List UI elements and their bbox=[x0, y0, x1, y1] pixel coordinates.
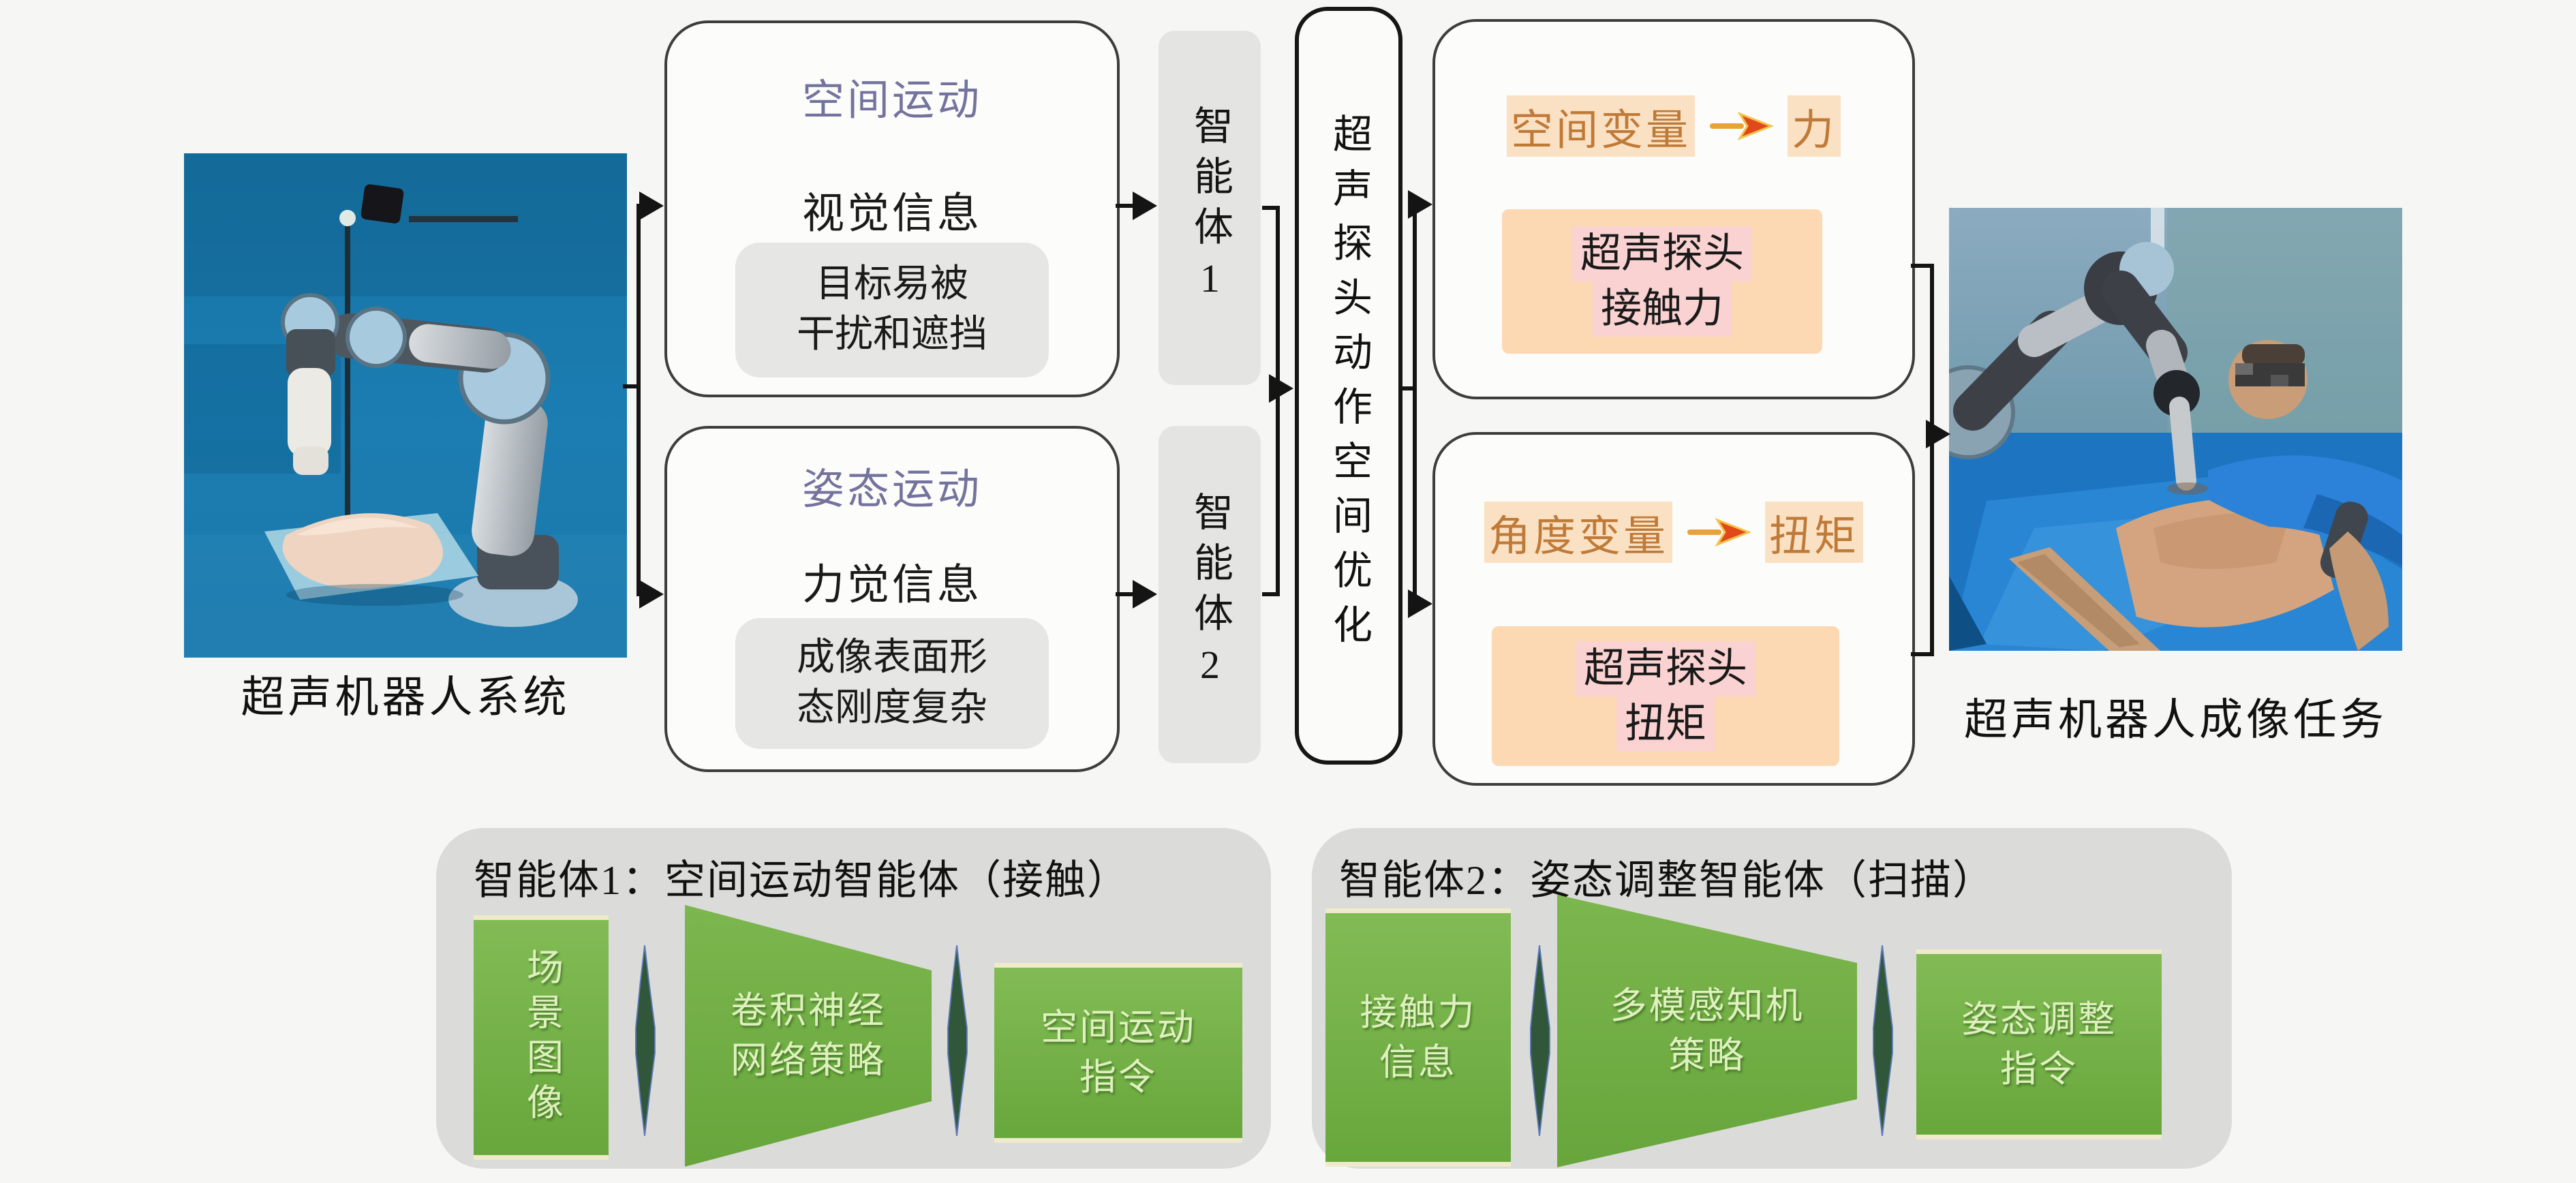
posture-motion-title: 姿态运动 bbox=[801, 467, 982, 513]
mapping-arrow-icon bbox=[1687, 517, 1751, 547]
flow-arrow-icon bbox=[1530, 945, 1550, 1136]
connector-line bbox=[1930, 264, 1934, 656]
spatial-motion-title: 空间运动 bbox=[801, 78, 982, 124]
optimization-label: 超声探头动作空间优化 bbox=[1327, 113, 1371, 658]
agent2-node: 智能体2 bbox=[1159, 426, 1261, 763]
multimodal-policy-label: 多模感知机 策略 bbox=[1610, 981, 1805, 1081]
spatial-command-label: 空间运动 指令 bbox=[1041, 1003, 1196, 1103]
torque-mapping-title: 角度变量 扭矩 bbox=[1435, 502, 1912, 563]
posture-command-label: 姿态调整 指令 bbox=[1961, 995, 2117, 1094]
connector-line bbox=[1398, 386, 1417, 390]
connector-line bbox=[1262, 592, 1280, 596]
note-line: 干扰和遮挡 bbox=[797, 313, 987, 356]
agent1-panel-title: 智能体1：空间运动智能体（接触） bbox=[474, 858, 1129, 903]
agent2-panel: 智能体2：姿态调整智能体（扫描） 接触力 信息 多模感知机 策略 姿态调整 指令 bbox=[1312, 828, 2232, 1169]
imaging-task-scene-illustration bbox=[1949, 208, 2402, 651]
task-photo bbox=[1949, 208, 2402, 651]
contact-force-info-label: 接触力 信息 bbox=[1360, 988, 1477, 1088]
peach-line: 超声探头 bbox=[1576, 641, 1755, 696]
input-line: 信息 bbox=[1379, 1041, 1457, 1083]
connector-line bbox=[1911, 652, 1934, 656]
posture-motion-box: 姿态运动 力觉信息 成像表面形 态刚度复杂 bbox=[664, 426, 1120, 772]
connector-line bbox=[1116, 592, 1135, 596]
policy-line: 策略 bbox=[1668, 1035, 1746, 1076]
arrowhead-icon bbox=[1408, 589, 1432, 618]
connector-line bbox=[1262, 206, 1280, 210]
probe-torque-box: 超声探头 扭矩 bbox=[1492, 626, 1839, 766]
arrowhead-icon bbox=[1408, 190, 1432, 219]
force-mapping-title: 空间变量 力 bbox=[1435, 95, 1912, 157]
mapping-to-label: 力 bbox=[1788, 95, 1841, 157]
agent1-panel: 智能体1：空间运动智能体（接触） 场景图像 卷积神经 网络策略 空间运动 指令 bbox=[436, 828, 1271, 1169]
peach-line: 接触力 bbox=[1593, 281, 1732, 337]
arrowhead-icon bbox=[1133, 191, 1157, 220]
agent2-panel-title: 智能体2：姿态调整智能体（扫描） bbox=[1339, 858, 1995, 903]
posture-command-block: 姿态调整 指令 bbox=[1916, 949, 2162, 1139]
task-photo-caption: 超声机器人成像任务 bbox=[1964, 696, 2387, 744]
connector-line bbox=[623, 384, 641, 388]
system-photo bbox=[184, 153, 627, 658]
connector-line bbox=[637, 204, 641, 596]
posture-issue-note: 成像表面形 态刚度复杂 bbox=[735, 618, 1049, 749]
arrowhead-icon bbox=[1269, 374, 1293, 403]
arrowhead-icon bbox=[639, 191, 664, 220]
agent1-node: 智能体1 bbox=[1159, 31, 1261, 385]
visual-info-label: 视觉信息 bbox=[801, 191, 982, 237]
system-photo-caption: 超声机器人系统 bbox=[241, 673, 570, 722]
multimodal-policy-block: 多模感知机 策略 bbox=[1557, 895, 1857, 1167]
flow-arrow-icon bbox=[635, 945, 656, 1136]
robot-arm-scene-illustration bbox=[184, 153, 627, 658]
scene-image-block: 场景图像 bbox=[474, 915, 609, 1160]
peach-line: 超声探头 bbox=[1572, 226, 1752, 281]
mapping-arrow-icon bbox=[1710, 111, 1774, 141]
arrowhead-icon bbox=[639, 580, 664, 609]
agent1-node-label: 智能体1 bbox=[1188, 104, 1232, 311]
connector-line bbox=[1116, 204, 1135, 208]
force-info-label: 力觉信息 bbox=[801, 562, 982, 609]
flow-arrow-icon bbox=[947, 945, 968, 1136]
note-line: 成像表面形 bbox=[797, 636, 987, 679]
mapping-to-label: 扭矩 bbox=[1765, 502, 1864, 563]
cnn-policy-block: 卷积神经 网络策略 bbox=[685, 905, 932, 1167]
flow-arrow-icon bbox=[1873, 945, 1893, 1136]
input-line: 接触力 bbox=[1360, 992, 1477, 1033]
contact-force-info-block: 接触力 信息 bbox=[1325, 908, 1511, 1167]
note-line: 目标易被 bbox=[816, 263, 968, 306]
spatial-issue-note: 目标易被 干扰和遮挡 bbox=[735, 243, 1049, 378]
probe-action-space-optimization-box: 超声探头动作空间优化 bbox=[1295, 7, 1402, 765]
command-line: 空间运动 bbox=[1041, 1007, 1196, 1049]
note-line: 态刚度复杂 bbox=[797, 687, 987, 729]
probe-contact-force-box: 超声探头 接触力 bbox=[1502, 209, 1822, 354]
arrowhead-icon bbox=[1133, 580, 1157, 609]
command-line: 指令 bbox=[2000, 1048, 2078, 1090]
connector-line bbox=[1911, 264, 1934, 268]
command-line: 指令 bbox=[1079, 1057, 1157, 1098]
spatial-command-block: 空间运动 指令 bbox=[994, 963, 1242, 1143]
spatial-motion-box: 空间运动 视觉信息 目标易被 干扰和遮挡 bbox=[664, 20, 1120, 397]
arrowhead-icon bbox=[1926, 420, 1950, 448]
force-mapping-box: 空间变量 力 超声探头 接触力 bbox=[1432, 19, 1915, 399]
policy-line: 卷积神经 bbox=[731, 990, 886, 1032]
policy-line: 网络策略 bbox=[731, 1040, 886, 1081]
policy-line: 多模感知机 bbox=[1610, 985, 1805, 1027]
scene-image-label: 场景图像 bbox=[521, 947, 562, 1128]
connector-line bbox=[1413, 204, 1417, 608]
mapping-from-label: 空间变量 bbox=[1506, 95, 1695, 157]
agent2-node-label: 智能体2 bbox=[1188, 491, 1232, 698]
mapping-from-label: 角度变量 bbox=[1484, 502, 1672, 563]
peach-line: 扭矩 bbox=[1616, 696, 1715, 752]
command-line: 姿态调整 bbox=[1961, 998, 2117, 1040]
torque-mapping-box: 角度变量 扭矩 超声探头 扭矩 bbox=[1432, 432, 1915, 786]
cnn-policy-label: 卷积神经 网络策略 bbox=[731, 986, 886, 1086]
